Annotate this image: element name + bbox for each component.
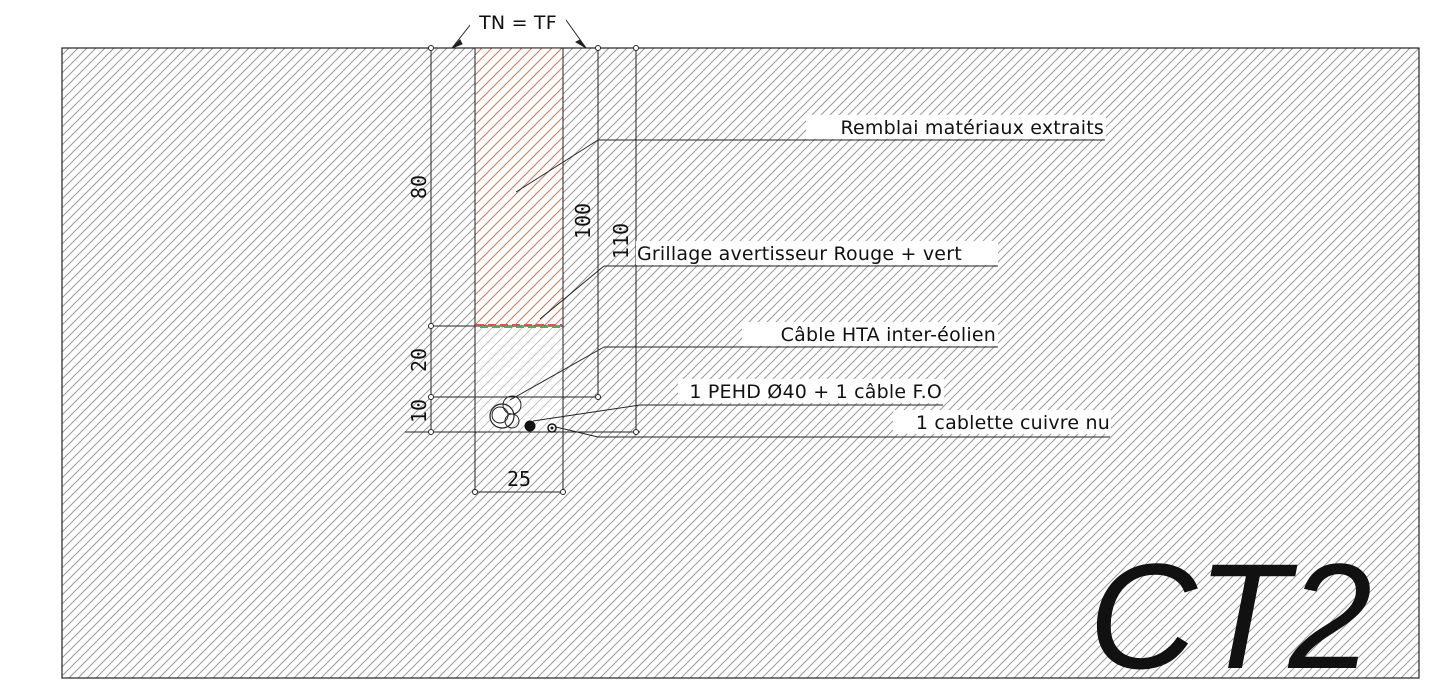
callout-backfill: Remblai matériaux extraits xyxy=(840,117,1104,139)
left-dimension-lines xyxy=(405,45,640,435)
callout-hta-cable: Câble HTA inter-éolien xyxy=(781,324,996,346)
dim-110: 110 xyxy=(609,223,633,259)
dim-20: 20 xyxy=(407,348,431,372)
dim-25: 25 xyxy=(507,467,531,491)
trench-sand-bed xyxy=(474,325,564,433)
dim-100: 100 xyxy=(571,203,595,239)
callout-warning-mesh: Grillage avertisseur Rouge + vert xyxy=(637,243,962,265)
dim-10: 10 xyxy=(407,399,431,423)
callout-copper: 1 cablette cuivre nu xyxy=(916,412,1110,434)
right-dimension-lines xyxy=(458,45,639,435)
callout-pehd: 1 PEHD Ø40 + 1 câble F.O xyxy=(689,381,942,403)
section-identifier: CT2 xyxy=(1089,532,1372,682)
pehd-fiber-cable xyxy=(524,420,536,432)
dim-80: 80 xyxy=(407,175,431,199)
callout-leaders xyxy=(509,139,1110,438)
trench-backfill xyxy=(474,47,564,327)
hta-cable-trefoil xyxy=(489,395,522,429)
width-dimension-line xyxy=(472,432,566,495)
ground-area xyxy=(61,47,1420,679)
tn-tf-label: TN = TF xyxy=(478,12,557,34)
